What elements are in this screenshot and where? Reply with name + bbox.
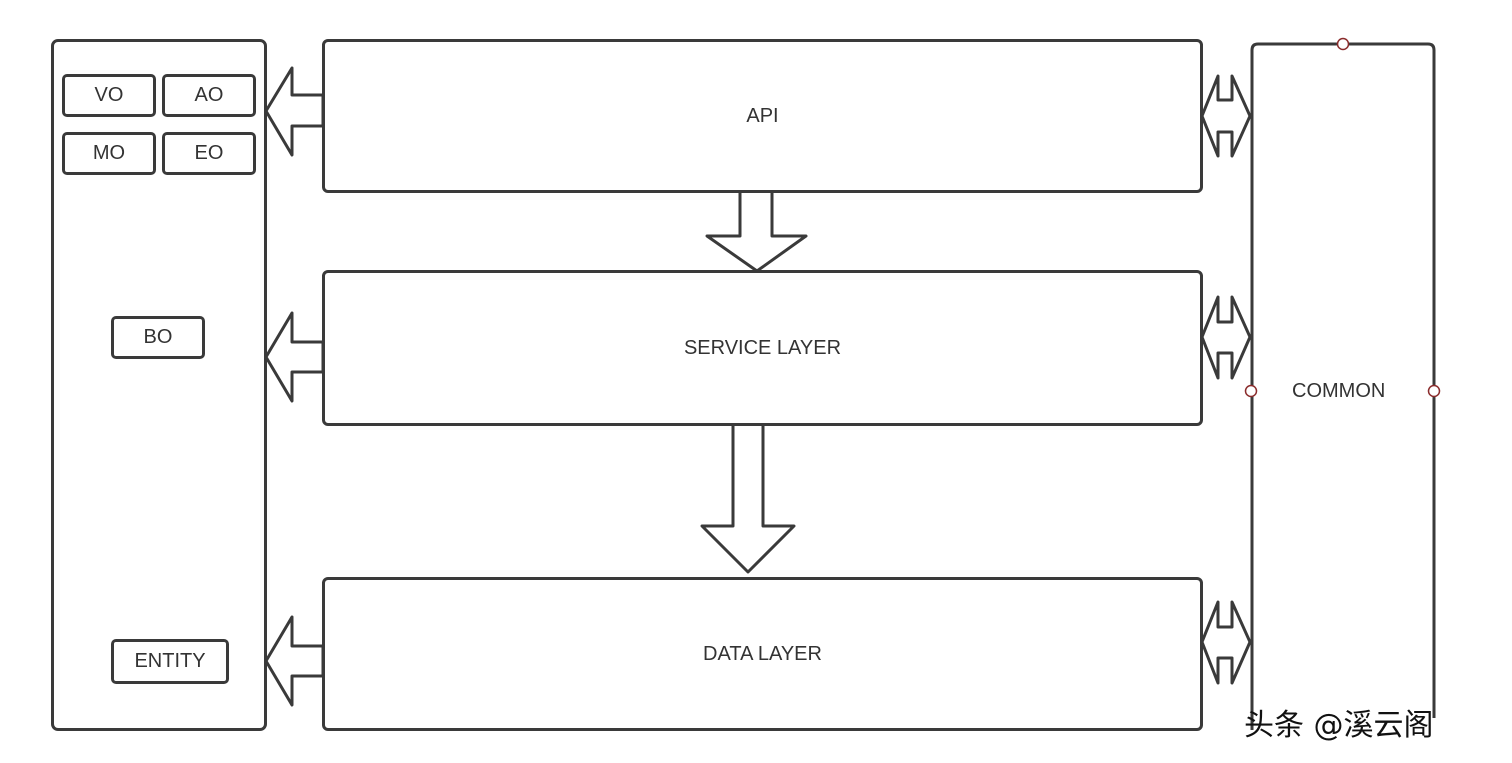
connector-service-common — [1200, 295, 1252, 380]
api-label: API — [746, 104, 779, 127]
ao-box: AO — [162, 74, 256, 117]
arrow-data-to-models — [264, 615, 325, 707]
data-layer: DATA LAYER — [322, 577, 1203, 731]
service-layer: SERVICE LAYER — [322, 270, 1203, 426]
mo-label: MO — [92, 142, 126, 164]
arrow-api-to-models — [264, 66, 325, 157]
api-layer: API — [322, 39, 1203, 193]
entity-label: ENTITY — [134, 650, 206, 672]
mo-box: MO — [62, 132, 156, 175]
arrow-service-to-models — [264, 311, 325, 403]
eo-box: EO — [162, 132, 256, 175]
bo-label: BO — [143, 326, 173, 348]
common-label: COMMON — [1292, 380, 1386, 402]
connector-api-common — [1200, 74, 1252, 158]
common-anchor-top — [1336, 37, 1350, 51]
bo-box: BO — [111, 316, 205, 359]
entity-box: ENTITY — [111, 639, 229, 684]
vo-box: VO — [62, 74, 156, 117]
ao-label: AO — [194, 84, 224, 106]
service-label: SERVICE LAYER — [683, 336, 842, 359]
connector-data-common — [1200, 600, 1252, 685]
eo-label: EO — [194, 142, 224, 164]
watermark: 头条 @溪云阁 — [1244, 708, 1434, 743]
vo-label: VO — [94, 84, 124, 106]
common-anchor-right — [1427, 384, 1441, 398]
common-anchor-left — [1244, 384, 1258, 398]
arrow-api-to-service — [705, 192, 808, 273]
data-label: DATA LAYER — [703, 642, 822, 665]
arrow-service-to-data — [700, 425, 796, 574]
